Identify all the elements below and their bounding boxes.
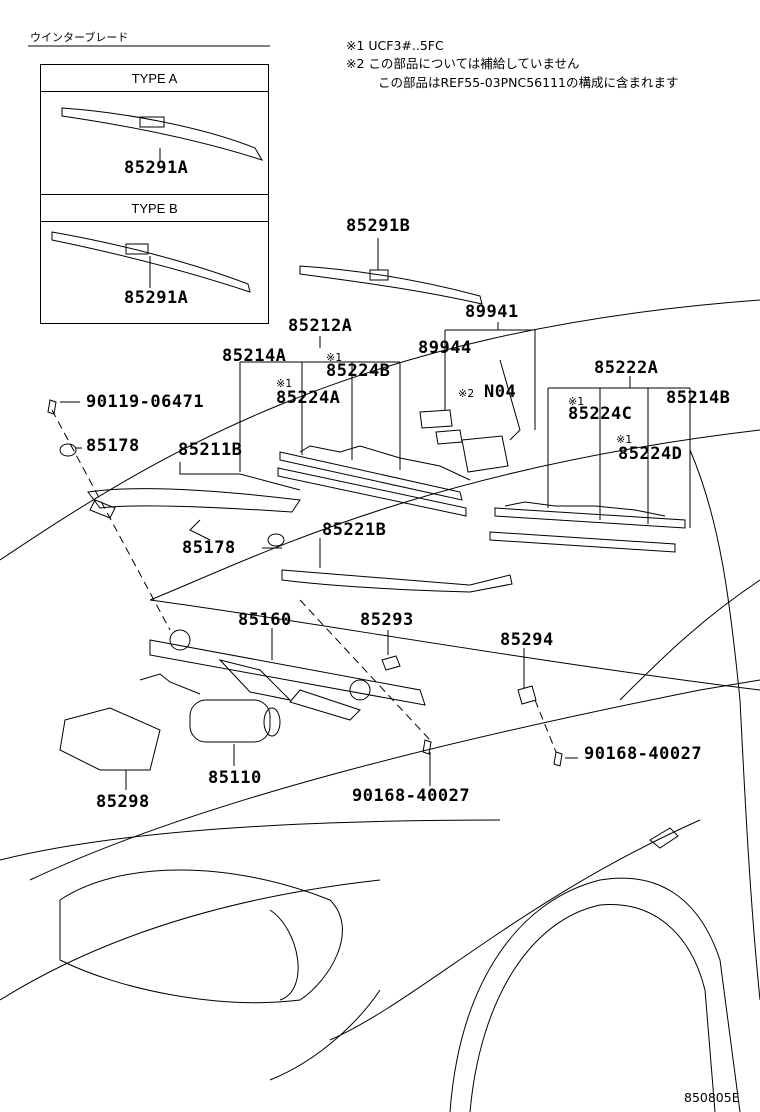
part-label-85294: 85294 — [500, 630, 554, 650]
mark-1-85224C: ※1 — [568, 395, 585, 408]
part-label-85214B: 85214B — [666, 388, 731, 408]
mark-1-85224A: ※1 — [276, 377, 293, 390]
part-label-85221B: 85221B — [322, 520, 387, 540]
mark-1-85224D: ※1 — [616, 433, 633, 446]
part-label-85222A: 85222A — [594, 358, 659, 378]
part-label-89944: 89944 — [418, 338, 472, 358]
part-label-85293: 85293 — [360, 610, 414, 630]
note-2-line-1: ※2 この部品については補給していません — [346, 56, 580, 71]
part-label-85224B: 85224B — [326, 361, 391, 381]
note-1: ※1 UCF3#..5FC — [346, 38, 444, 53]
mark-1-85224B: ※1 — [326, 351, 343, 364]
part-label-85224C: 85224C — [568, 404, 633, 424]
part-label-85178-upper: 85178 — [86, 436, 140, 456]
type-a-title: TYPE A — [131, 71, 178, 86]
part-label-85214A: 85214A — [222, 346, 287, 366]
type-a-part-label: 85291A — [124, 158, 189, 178]
part-label-90168-40027-lower: 90168-40027 — [352, 786, 471, 806]
type-a-header — [40, 64, 269, 92]
diagram-code: 850805E — [684, 1090, 740, 1105]
type-b-title: TYPE B — [131, 201, 178, 216]
part-label-90119-06471: 90119-06471 — [86, 392, 205, 412]
part-label-89941: 89941 — [465, 302, 519, 322]
part-label-85178-lower: 85178 — [182, 538, 236, 558]
part-label-85110: 85110 — [208, 768, 262, 788]
part-label-N04: N04 — [484, 382, 517, 402]
type-b-header — [40, 194, 269, 222]
note-2-line-2: この部品はREF55-03PNC56111の構成に含まれます — [378, 75, 679, 90]
winter-blade-caption: ウインターブレード — [30, 31, 129, 44]
part-label-85224D: 85224D — [618, 444, 683, 464]
part-label-85291B: 85291B — [346, 216, 411, 236]
mark-2-N04: ※2 — [458, 387, 475, 400]
part-label-90168-40027-right: 90168-40027 — [584, 744, 703, 764]
part-label-85211B: 85211B — [178, 440, 243, 460]
part-label-85212A: 85212A — [288, 316, 353, 336]
part-label-85224A: 85224A — [276, 388, 341, 408]
type-b-part-label: 85291A — [124, 288, 189, 308]
part-label-85160: 85160 — [238, 610, 292, 630]
part-label-85298: 85298 — [96, 792, 150, 812]
